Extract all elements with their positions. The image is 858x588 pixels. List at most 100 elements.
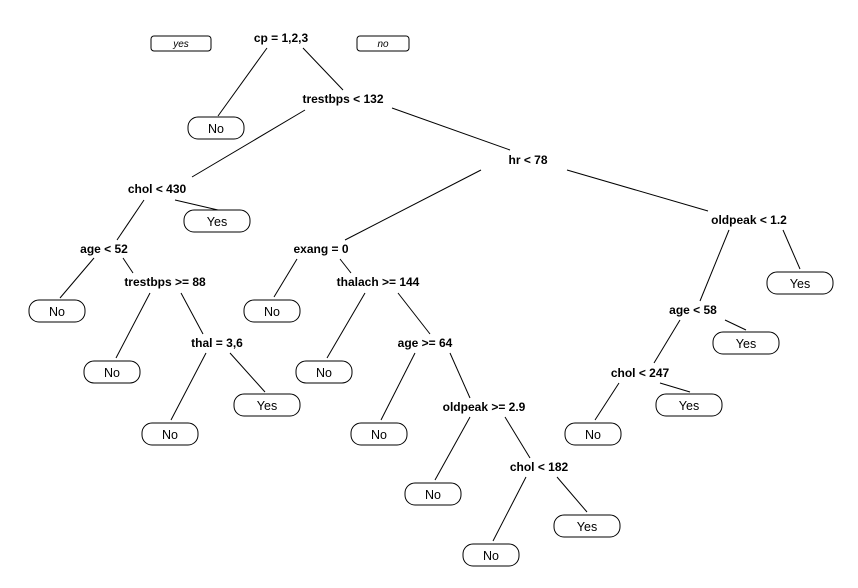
leaf-node-yes: Yes — [712, 331, 780, 355]
legend-yes: yes — [150, 35, 212, 52]
leaf-shape — [553, 514, 621, 538]
tree-edge — [122, 257, 134, 274]
tree-edge — [380, 352, 416, 421]
legend: yes no — [150, 35, 410, 52]
leaf-node-no: No — [83, 360, 141, 384]
leaf-node-yes: Yes — [183, 209, 251, 233]
legend-no: no — [356, 35, 410, 52]
leaf-shape — [243, 299, 301, 323]
leaf-node-yes: Yes — [766, 271, 834, 295]
leaf-label: Yes — [790, 277, 810, 291]
split-label-n_thalach144: thalach >= 144 — [337, 275, 420, 289]
tree-edge — [492, 476, 527, 542]
tree-edge — [594, 382, 620, 421]
tree-edge — [699, 229, 730, 302]
tree-edge — [191, 109, 306, 178]
leaf-label: Yes — [736, 337, 756, 351]
tree-edge — [180, 292, 204, 335]
split-label-root: cp = 1,2,3 — [254, 31, 309, 45]
leaf-shape — [404, 482, 462, 506]
leaf-label: No — [425, 488, 441, 502]
leaf-node-no: No — [350, 422, 408, 446]
leaf-label: No — [371, 428, 387, 442]
leaf-shape — [462, 543, 520, 567]
leaf-node-yes: Yes — [553, 514, 621, 538]
leaf-shape — [712, 331, 780, 355]
tree-edge — [556, 476, 588, 513]
leaf-shape — [83, 360, 141, 384]
split-label-n_oldpeak29: oldpeak >= 2.9 — [443, 400, 526, 414]
leaf-node-no: No — [462, 543, 520, 567]
legend-yes-label: yes — [172, 39, 189, 50]
split-label-n_age52: age < 52 — [80, 242, 128, 256]
leaf-node-no: No — [564, 422, 622, 446]
tree-edge — [434, 416, 471, 481]
tree-edge — [504, 416, 531, 459]
tree-edge — [217, 47, 268, 117]
tree-edge — [116, 199, 145, 241]
leaf-label: Yes — [577, 520, 597, 534]
tree-edge — [326, 292, 366, 359]
leaf-node-no: No — [404, 482, 462, 506]
leaf-node-no: No — [187, 116, 245, 140]
tree-edge — [397, 292, 431, 335]
leaf-node-yes: Yes — [233, 393, 301, 417]
legend-no-box — [356, 35, 410, 52]
tree-edge — [273, 258, 298, 298]
legend-no-label: no — [377, 39, 389, 50]
split-label-n_chol182: chol < 182 — [510, 460, 569, 474]
leaf-label: No — [264, 305, 280, 319]
leaf-shape — [28, 299, 86, 323]
leaf-shape — [233, 393, 301, 417]
tree-edge — [566, 169, 709, 212]
tree-edge — [59, 257, 95, 299]
tree-edge — [659, 382, 691, 393]
leaf-shape — [766, 271, 834, 295]
tree-edge — [170, 352, 207, 421]
leaf-label: No — [49, 305, 65, 319]
leaf-shape — [350, 422, 408, 446]
tree-edge — [115, 292, 151, 359]
split-label-n_exang: exang = 0 — [293, 242, 348, 256]
tree-edge — [391, 107, 511, 151]
leaf-label: No — [585, 428, 601, 442]
leaf-shape — [187, 116, 245, 140]
leaf-label: No — [208, 122, 224, 136]
split-label-n_age64: age >= 64 — [398, 336, 453, 350]
leaf-shape — [141, 422, 199, 446]
split-label-n_hr78: hr < 78 — [508, 153, 547, 167]
tree-edge — [724, 319, 747, 331]
tree-edge — [449, 352, 471, 399]
split-label-n_chol247: chol < 247 — [611, 366, 670, 380]
leaf-shape — [183, 209, 251, 233]
leaf-label: No — [104, 366, 120, 380]
leaf-node-no: No — [141, 422, 199, 446]
leaf-label: Yes — [207, 215, 227, 229]
leaf-node-no: No — [28, 299, 86, 323]
leaf-label: No — [316, 366, 332, 380]
tree-edge — [782, 229, 801, 270]
tree-edge — [229, 352, 266, 393]
leaf-shape — [655, 393, 723, 417]
tree-edge — [339, 258, 352, 274]
tree-edge — [653, 319, 681, 364]
split-label-n_oldpeak12: oldpeak < 1.2 — [711, 213, 787, 227]
split-label-n_age58: age < 58 — [669, 303, 717, 317]
legend-yes-box — [150, 35, 212, 52]
leaf-label: No — [483, 549, 499, 563]
split-label-n_trestbps132: trestbps < 132 — [302, 92, 383, 106]
tree-edge — [344, 169, 482, 241]
split-label-n_trestbps88: trestbps >= 88 — [124, 275, 206, 289]
leaf-label: No — [162, 428, 178, 442]
tree-edges — [59, 47, 801, 542]
tree-edge — [174, 199, 219, 211]
leaf-shape — [564, 422, 622, 446]
leaf-node-yes: Yes — [655, 393, 723, 417]
leaf-node-no: No — [295, 360, 353, 384]
leaf-label: Yes — [679, 399, 699, 413]
leaf-shape — [295, 360, 353, 384]
leaf-node-no: No — [243, 299, 301, 323]
